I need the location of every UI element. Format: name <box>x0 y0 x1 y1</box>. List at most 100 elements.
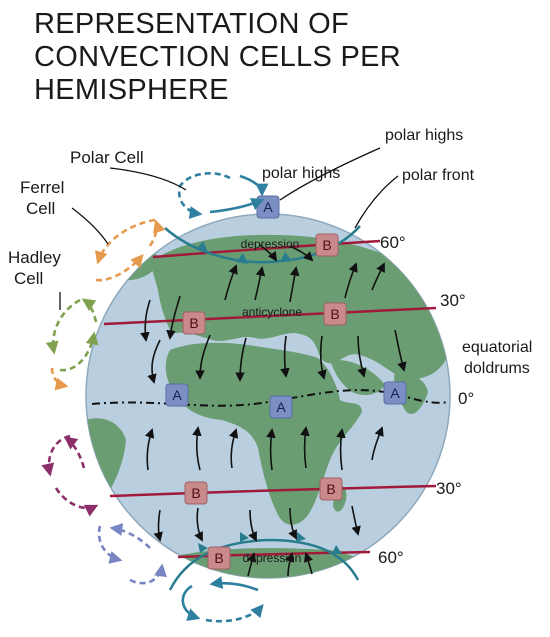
leader-lines <box>59 147 399 310</box>
wind-arrow <box>194 507 203 542</box>
ferrel-cell-label: Ferrel Cell <box>20 178 69 218</box>
wind-arrow <box>254 266 266 301</box>
wind-arrow <box>247 552 257 577</box>
hadley-cell-label-line: Hadley <box>8 248 61 267</box>
hadley-cell-loop-arrow <box>54 487 99 517</box>
polar-front-leader <box>354 175 399 229</box>
latitude-label-s60: 60° <box>378 548 404 567</box>
doldrums-label-line: doldrums <box>464 360 530 377</box>
polar-cell-loop-arrow <box>181 584 201 621</box>
low-pressure-box: B <box>184 481 208 505</box>
wind-arrow <box>224 264 238 301</box>
polar-cell-loop-arrow <box>177 172 231 219</box>
wind-arrow <box>195 334 211 380</box>
wind-arrows <box>140 244 407 577</box>
wind-arrow <box>235 337 247 382</box>
ferrel-cell-loop-arrow <box>148 219 166 247</box>
hadley-cell-loop-arrow <box>50 367 69 391</box>
high-pressure-box: A <box>165 383 189 407</box>
polar-cell-label: Polar Cell <box>70 148 144 167</box>
latitude-line-s30 <box>109 484 437 498</box>
ferrel-cell-loop-arrow <box>129 563 167 585</box>
wind-arrow <box>229 428 239 469</box>
latitude-label-n30: 30° <box>440 291 466 310</box>
ferrel-cell-loop-arrow <box>109 523 151 549</box>
wind-arrow <box>289 266 300 303</box>
ferrel-cell-label-line: Cell <box>26 199 55 218</box>
polar-cell-loop-arrow <box>209 576 259 592</box>
high-pressure-box: A <box>256 195 280 219</box>
south-front-teeth <box>198 532 342 554</box>
wind-arrow <box>351 505 361 536</box>
wind-arrow <box>266 428 276 471</box>
svg-text:A: A <box>172 387 182 403</box>
polar-front-label: polar front <box>402 167 475 184</box>
ferrel-cell-leader <box>71 207 109 245</box>
low-pressure-box: B <box>182 311 206 335</box>
polar-highs-leader <box>279 147 381 201</box>
wind-arrow <box>140 299 151 342</box>
wind-arrow <box>344 262 358 299</box>
land-eurasia <box>150 234 449 380</box>
equatorial-doldrums-label: equatorial doldrums <box>462 339 537 377</box>
hadley-cell-loop-arrow <box>45 298 81 355</box>
svg-text:A: A <box>276 399 286 415</box>
globe: A B B B A <box>85 195 451 591</box>
wind-arrow <box>259 244 278 262</box>
wind-arrow <box>336 428 346 471</box>
wind-arrow <box>288 507 297 540</box>
wind-arrow <box>317 335 327 380</box>
wind-arrow <box>394 329 407 372</box>
svg-text:B: B <box>326 481 335 497</box>
wind-arrow <box>357 335 367 378</box>
latitude-label-eq: 0° <box>458 389 474 408</box>
wind-arrow <box>153 509 163 542</box>
svg-text:A: A <box>390 385 400 401</box>
wind-arrow <box>280 335 290 378</box>
latitude-label-s30: 30° <box>436 479 462 498</box>
south-ferrel-cell-arrows <box>97 523 167 585</box>
wind-arrow <box>371 262 385 291</box>
polar-cell-loop-arrow <box>205 604 264 623</box>
low-pressure-box: B <box>207 546 231 570</box>
wind-arrow <box>289 245 314 262</box>
land-britain <box>195 274 212 297</box>
high-pressure-box: A <box>383 381 407 405</box>
hadley-cell-label-line: Cell <box>14 269 43 288</box>
wind-arrow <box>248 509 257 542</box>
north-ferrel-cell-arrows <box>94 218 166 282</box>
wind-arrow <box>145 428 155 471</box>
latitude-label-n60: 60° <box>380 233 406 252</box>
polar-cell-loop-arrow <box>209 198 265 214</box>
svg-text:A: A <box>263 199 273 215</box>
polar-highs-top-label: polar highs <box>385 127 463 144</box>
wind-arrow <box>166 295 181 340</box>
wind-arrow <box>192 426 202 471</box>
depression-south-label: depression <box>243 551 302 565</box>
svg-text:B: B <box>189 315 198 331</box>
hadley-cell-loop-arrow <box>81 298 98 323</box>
land-africa <box>165 342 362 525</box>
low-pressure-box: B <box>319 477 343 501</box>
hadley-cell-loop-arrow <box>59 331 99 372</box>
depression-north-label: depression <box>241 237 300 251</box>
latitude-lines <box>103 239 437 559</box>
svg-text:B: B <box>330 306 339 322</box>
south-hadley-cell-arrows <box>41 434 99 517</box>
ferrel-cell-loop-arrow <box>97 525 123 564</box>
wind-arrow <box>147 339 161 384</box>
polar-cell-leader <box>109 167 187 191</box>
wind-arrow <box>303 552 313 575</box>
low-pressure-box: B <box>323 302 347 326</box>
hadley-cell-label: Hadley Cell <box>8 248 66 288</box>
north-hadley-lower-arrows <box>50 367 69 391</box>
doldrums-label-line: equatorial <box>462 339 532 356</box>
svg-text:B: B <box>191 485 200 501</box>
anticyclone-label: anticyclone <box>242 305 302 319</box>
ferrel-cell-loop-arrow <box>95 254 144 282</box>
north-polar-cell-arrows <box>177 172 269 219</box>
wind-arrow <box>300 426 310 469</box>
south-polar-cell-arrows <box>181 576 264 623</box>
